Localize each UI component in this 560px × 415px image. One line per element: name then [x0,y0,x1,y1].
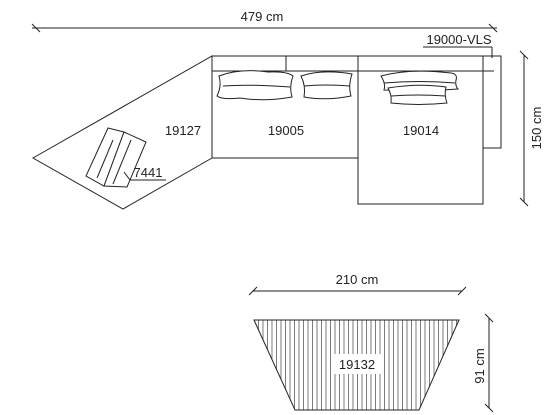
end-unit-label: 19000-VLS [426,32,491,47]
end-unit-shape [482,55,502,149]
cushions [216,70,460,105]
depth-dimension: 150 cm [519,50,544,207]
center-module-label: 19005 [268,123,304,138]
table-width-tick-left [248,286,258,296]
table-width-dimension: 210 cm [248,272,467,296]
armchair: 7441 [85,127,166,188]
table-outline [253,319,460,411]
width-tick-left [31,23,41,33]
armchair-fold-line [112,139,132,185]
corner-module-label: 19127 [165,123,201,138]
depth-tick-bottom [519,197,529,207]
cushion-center-left-seam [222,84,291,88]
table-width-tick-right [457,286,467,296]
table-depth-dimension: 91 cm [472,313,494,413]
depth-label: 150 cm [529,107,544,150]
armchair-seat [103,131,147,188]
width-tick-right [488,23,498,33]
table-depth-label: 91 cm [472,348,487,383]
cushion-chaise-back-seam [383,81,456,84]
table: 19132 [253,319,460,411]
table-label-backdrop [333,354,381,374]
total-width-dimension: 479 cm [31,9,498,33]
total-width-label: 479 cm [241,9,284,24]
armchair-inner-line [96,139,114,179]
depth-tick-top [519,50,529,60]
center-module: 19005 [211,55,359,159]
end-unit: 19000-VLS [423,32,502,149]
table-depth-tick-top [484,313,494,323]
armchair-leader-line [123,171,131,181]
table-label: 19132 [339,357,375,372]
cushion-center-right-seam [303,84,351,87]
armchair-label: 7441 [134,165,163,180]
cushion-chaise-front-seam [390,94,446,97]
table-width-label: 210 cm [336,272,379,287]
table-depth-tick-bottom [484,403,494,413]
chaise-module-label: 19014 [403,123,439,138]
